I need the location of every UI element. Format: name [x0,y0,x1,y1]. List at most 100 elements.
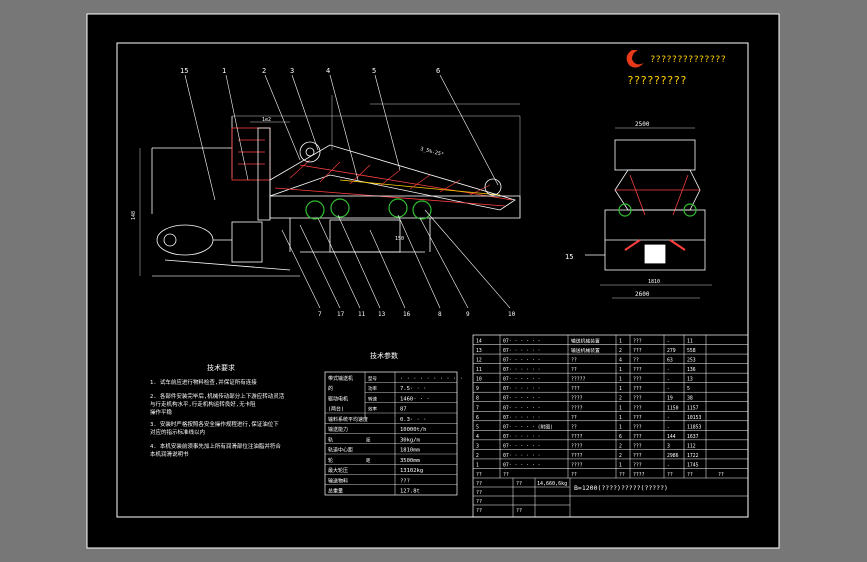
balloon-9: 9 [466,311,470,318]
tech-note-line: 4. 本机安装前须事先加上所有润滑部位注油脂并符合 [150,442,281,450]
tech-note-line: 2. 各部件安装完毕后,机械传动部分上下游应转动灵活 [150,392,285,400]
logo-text-line1: ?????????????? [650,55,726,65]
tech-note-line: 本机润滑说明书 [150,450,189,458]
param-label: 带式输送机 [328,375,353,382]
bom-no: 14 [476,339,482,345]
dim-mid: 150 [395,236,404,242]
title-block-cell: ?? [476,490,482,496]
bom-material: ??? [633,348,642,354]
param-sub-label: 距 [366,437,371,443]
balloon-1: 1 [222,67,226,75]
bom-code: 07· · · · · · [503,386,541,392]
bom-unit-weight: - [667,425,670,430]
param-value: 10000t/h [400,427,427,433]
bom-name: 输送机械装置 [571,347,600,354]
bom-unit-weight: - [667,463,670,468]
balloon-labels-bottom: 7 17 11 13 16 8 9 10 [318,311,516,318]
bom-name: ???? [571,462,583,468]
bom-qty: 1 [619,377,622,383]
param-label: (两台) [328,406,344,413]
bom-qty: 4 [619,358,622,364]
technical-notes: 技术要求 1. 试车前应进行物料检查,并保证所有连接 2. 各部件安装完毕后,机… [150,363,285,458]
bom-total-weight: 1722 [687,453,699,459]
bom-name: ????? [571,377,586,383]
drawing-title: B=1200(????)?????(?????) [574,484,668,492]
bom-name: ???? [571,453,583,459]
param-value: 87 [400,407,407,413]
bom-qty: 1 [619,424,622,430]
bom-extra: ?? [718,472,724,478]
balloon-13: 13 [378,311,386,318]
bom-unit-weight: - [667,416,670,421]
bom-total-weight: 136 [687,367,696,373]
param-value: 127.8t [400,489,420,495]
title-block-cell: ?? [516,508,522,514]
balloon-6: 6 [436,67,440,75]
dim-side-mid: 1810 [648,279,660,285]
param-sub-label: 转速 [368,395,377,402]
bom-unit-weight: - [667,378,670,383]
title-block-cell: ?? [476,508,482,514]
params-title: 技术参数 [370,351,398,360]
title-block: ?? ?? 14,660,6kg ?? ?? ?? ?? B=1200(????… [473,477,748,517]
bom-total-weight: ?? [687,472,693,478]
param-value: ??? [400,478,410,484]
bom-code: 07· · · · · · [503,396,541,402]
param-label: 输送物料 [328,477,348,484]
tech-note-line: 1. 试车前应进行物料检查,并保证所有连接 [150,378,257,386]
param-label: 轮 [328,457,333,464]
bom-total-weight: 5 [687,386,690,392]
param-value: 0.3· · · [400,417,427,423]
bom-material: ??? [633,462,642,468]
bom-name: ???? [571,434,583,440]
bom-name: ?? [571,472,577,478]
bom-qty: 6 [619,434,622,440]
bom-no: 10 [476,377,482,383]
param-value: 3500mm [400,458,421,464]
param-sub-label: 距 [366,458,371,464]
bom-qty: 1 [619,462,622,468]
leader-lines-bottom [281,209,511,309]
bom-unit-weight: ?? [667,472,673,478]
balloon-11: 11 [358,311,366,318]
bom-no: 4 [476,434,479,440]
bom-name: ?? [571,424,577,430]
bom-name: 输送机械装置 [571,338,600,345]
param-label: 总重量 [328,488,343,495]
param-value: 13102kg [400,468,423,474]
param-value: 7.5· · · [400,386,427,392]
bom-unit-weight: 63 [667,358,673,364]
param-sub-label: 效率 [368,406,377,413]
drawing-sheet [86,13,780,549]
param-label: 轨 [328,436,333,443]
dim-top: 1e2 [262,117,271,123]
balloon-labels-top: 15 1 2 3 4 5 6 [180,67,440,75]
bom-qty: 2 [619,453,622,459]
bom-no: 5 [476,424,479,430]
bom-no: 11 [476,367,482,373]
bom-no: 12 [476,358,482,364]
total-weight: 14,660,6kg [537,481,567,487]
tech-note-line: 对应的指示标准线以内 [150,428,205,436]
bom-name: ???? [571,443,583,449]
bom-material: ??? [633,386,642,392]
bom-material: ??? [633,415,642,421]
bom-total-weight: 558 [687,348,696,354]
bom-total-weight: 11853 [687,424,702,430]
balloon-7: 7 [318,311,322,318]
bom-no: 9 [476,386,479,392]
bom-qty: 1 [619,339,622,345]
title-block-cell: ?? [476,481,482,487]
tech-note-line: 操作平稳 [150,408,173,416]
balloon-4: 4 [326,67,330,75]
bom-no: 13 [476,348,482,354]
bom-unit-weight: 3 [667,443,670,449]
bom-material: ??? [633,339,642,345]
bom-total-weight: 38 [687,396,693,402]
bom-material: ??? [633,434,642,440]
